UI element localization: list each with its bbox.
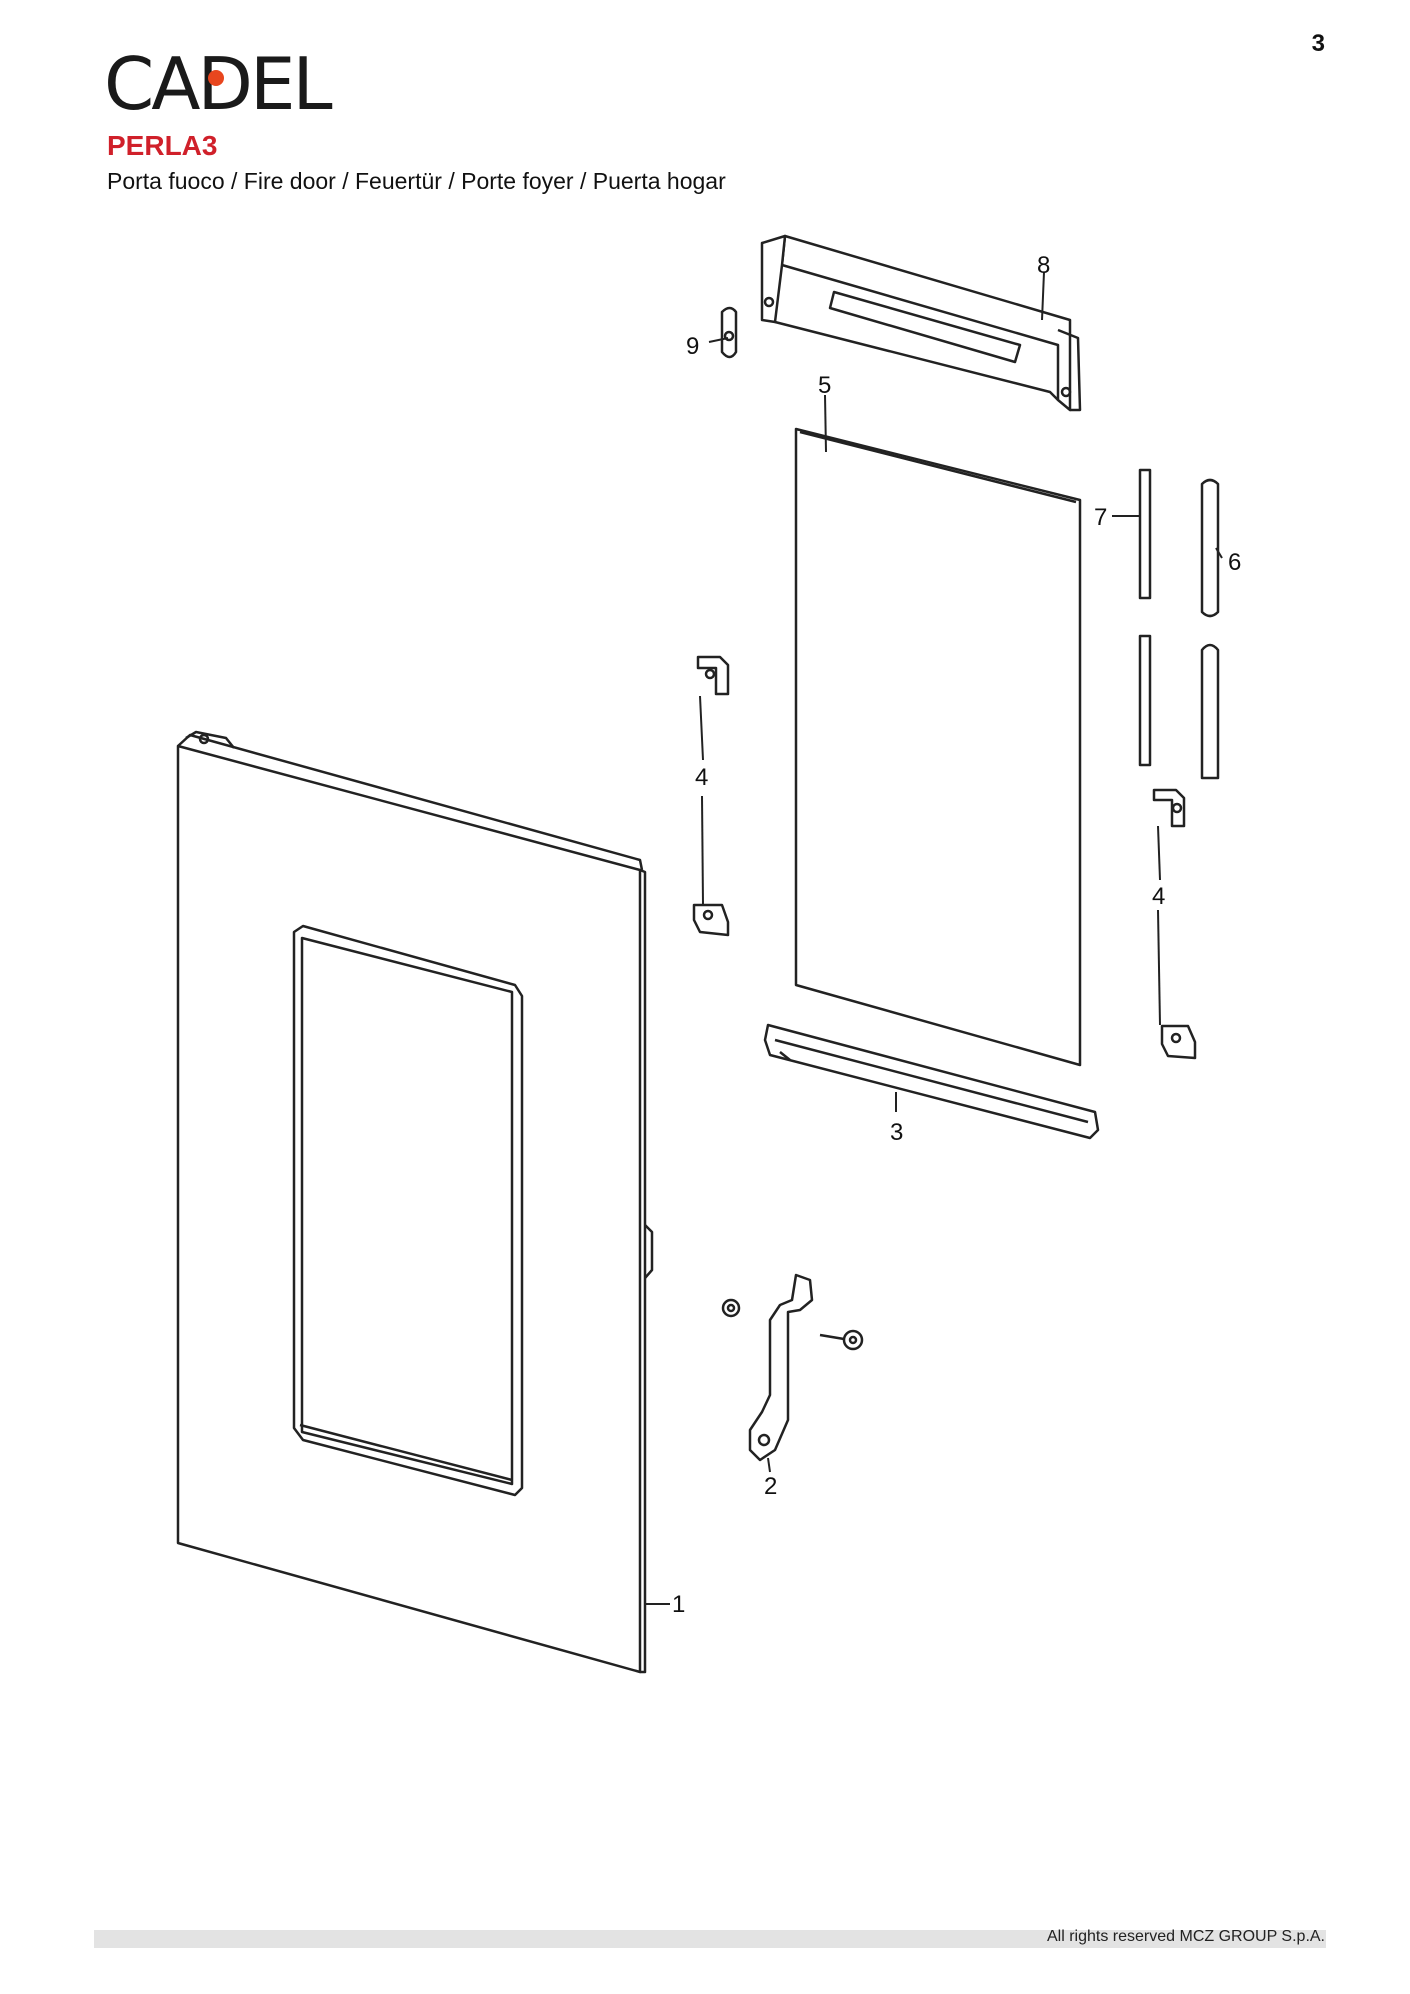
part-3-bottom-holder (763, 1023, 1100, 1140)
part-4-clips-right (1152, 788, 1197, 1060)
callout-4-left: 4 (695, 764, 708, 791)
callout-1: 1 (672, 1591, 685, 1618)
callout-6: 6 (1228, 549, 1241, 576)
part-5-glass-pane (794, 427, 1082, 1067)
callout-7: 7 (1094, 504, 1107, 531)
page-number: 3 (1311, 30, 1325, 57)
part-7-rods (1138, 468, 1152, 767)
model-title: PERLA3 (107, 130, 218, 161)
callout-9: 9 (686, 333, 699, 360)
callout-2: 2 (764, 1473, 777, 1500)
callout-8: 8 (1037, 252, 1050, 279)
logo-dot-icon (207, 70, 224, 86)
callout-5: 5 (818, 372, 831, 399)
leader-lines (645, 271, 1223, 1605)
part-4-clips-left (692, 655, 730, 937)
part-1-door-frame (176, 730, 654, 1674)
part-6-rods (1200, 478, 1220, 780)
part-9-clip (720, 306, 738, 359)
footer-copyright: All rights reserved MCZ GROUP S.p.A. (1047, 1928, 1325, 1945)
callout-3: 3 (890, 1119, 903, 1146)
callout-4-right: 4 (1152, 883, 1165, 910)
footer-bar (94, 1930, 1326, 1948)
section-subtitle: Porta fuoco / Fire door / Feuertür / Por… (107, 168, 726, 194)
part-8-top-plate (760, 234, 1082, 412)
part-2-hinge (721, 1273, 864, 1462)
